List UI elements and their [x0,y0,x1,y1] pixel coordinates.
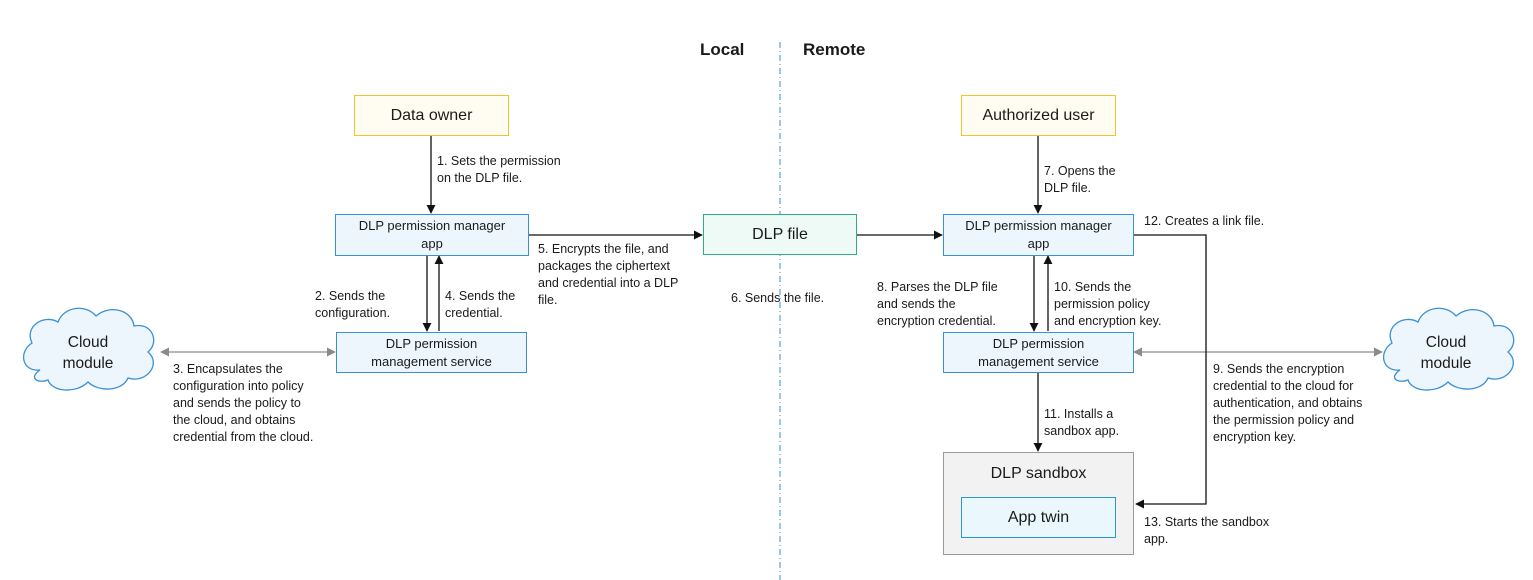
cloud-module-right-label: Cloud module [1420,334,1472,372]
data-owner-box: Data owner [354,95,509,136]
authorized-user-box: Authorized user [961,95,1116,136]
step-9-label: 9. Sends the encryption credential to th… [1213,362,1363,444]
arrow-app-link-to-sandbox [1134,234,1207,509]
step-1-label: 1. Sets the permission on the DLP file. [437,154,561,185]
app-twin-box: App twin [961,497,1116,538]
step-4-label: 4. Sends the credential. [445,289,516,320]
step-3-label: 3. Encapsulates the configuration into p… [173,362,314,444]
header-local: Local [700,40,745,59]
remote-manager-app-box: DLP permission manager app [943,214,1134,256]
dlp-file-box: DLP file [703,214,857,255]
cloud-left-shape [22,307,155,391]
local-manager-app-box: DLP permission manager app [335,214,529,256]
step-13-label: 13. Starts the sandbox app. [1144,515,1270,546]
step-12-label: 12. Creates a link file. [1144,214,1265,228]
step-8-label: 8. Parses the DLP file and sends the enc… [877,280,998,328]
cloud-right-shape [1382,307,1515,391]
dlp-sandbox-label: DLP sandbox [990,465,1087,482]
step-10-label: 10. Sends the permission policy and encr… [1054,280,1162,328]
step-6-label: 6. Sends the file. [731,291,825,305]
step-7-label: 7. Opens the DLP file. [1044,164,1116,195]
step-11-label: 11. Installs a sandbox app. [1044,407,1120,438]
cloud-module-left-label: Cloud module [62,334,114,372]
local-service-box: DLP permission management service [336,332,527,373]
remote-service-box: DLP permission management service [943,332,1134,373]
header-remote: Remote [803,40,866,59]
step-2-label: 2. Sends the configuration. [315,289,391,320]
step-5-label: 5. Encrypts the file, and packages the c… [538,242,679,307]
